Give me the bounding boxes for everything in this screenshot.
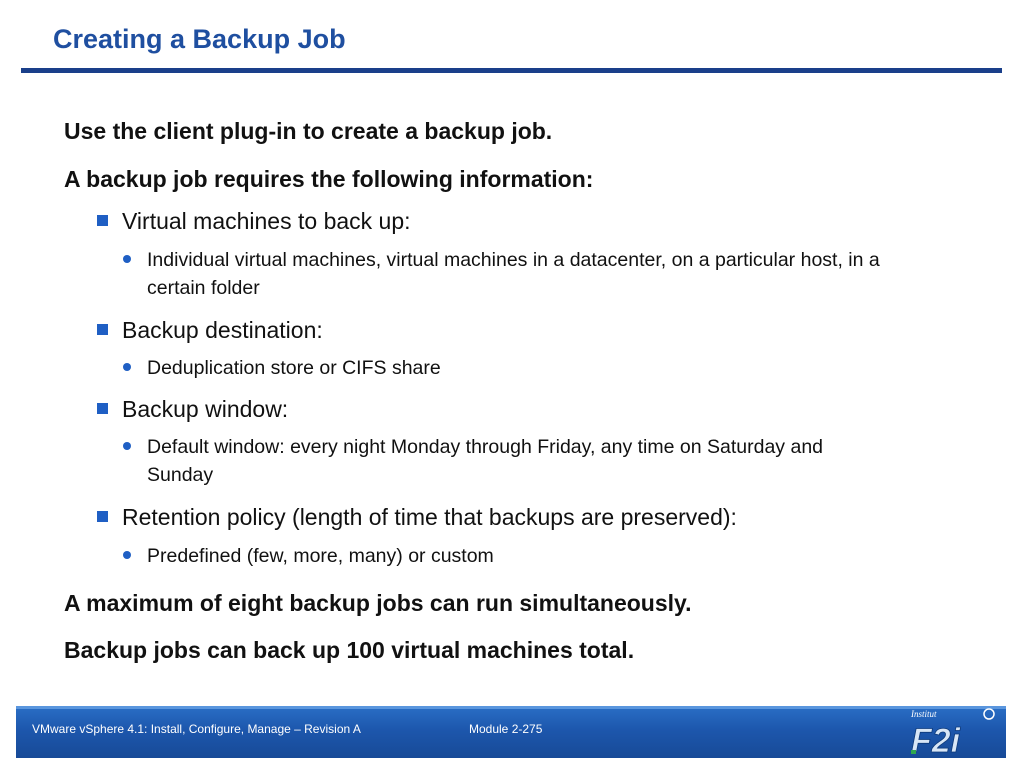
footer-highlight [16, 706, 1006, 709]
detail-retention-policy: Predefined (few, more, many) or custom [123, 542, 883, 570]
slide-title: Creating a Backup Job [53, 24, 346, 54]
detail-text: Predefined (few, more, many) or custom [147, 545, 494, 567]
detail-text: Default window: every night Monday throu… [147, 436, 824, 486]
item-label: Virtual machines to back up: [122, 208, 411, 234]
logo-ring-icon [983, 708, 995, 720]
logo-tagline: Institut [910, 709, 937, 719]
square-bullet-icon [97, 511, 108, 522]
detail-virtual-machines: Individual virtual machines, virtual mac… [123, 246, 883, 302]
round-bullet-icon [123, 255, 131, 263]
footer-bar: VMware vSphere 4.1: Install, Configure, … [16, 706, 1006, 758]
point-max-jobs: A maximum of eight backup jobs can run s… [64, 590, 692, 616]
f2i-logo-icon: Institut F2i [910, 708, 995, 758]
footer-course-title: VMware vSphere 4.1: Install, Configure, … [32, 722, 361, 736]
title-divider [21, 68, 1002, 73]
footer-module-number: Module 2-275 [469, 722, 543, 736]
item-label: Backup destination: [122, 317, 323, 343]
round-bullet-icon [123, 363, 131, 371]
point-use-plugin: Use the client plug-in to create a backu… [64, 118, 553, 144]
detail-text: Deduplication store or CIFS share [147, 357, 441, 379]
round-bullet-icon [123, 551, 131, 559]
item-label: Backup window: [122, 396, 289, 422]
detail-backup-window: Default window: every night Monday throu… [123, 433, 883, 489]
square-bullet-icon [97, 324, 108, 335]
logo-accent [911, 750, 916, 754]
point-total-vms: Backup jobs can back up 100 virtual mach… [64, 637, 635, 663]
detail-text: Individual virtual machines, virtual mac… [147, 249, 880, 299]
round-bullet-icon [123, 442, 131, 450]
square-bullet-icon [97, 215, 108, 226]
logo-wordmark: F2i [911, 722, 962, 758]
item-label: Retention policy (length of time that ba… [122, 504, 737, 530]
point-requirements: A backup job requires the following info… [64, 166, 594, 192]
detail-backup-destination: Deduplication store or CIFS share [123, 354, 883, 382]
square-bullet-icon [97, 403, 108, 414]
